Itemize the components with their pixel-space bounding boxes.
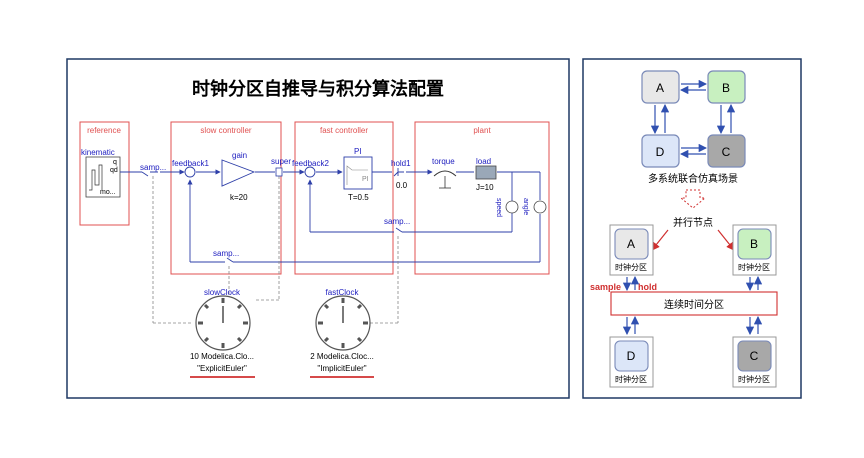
feedback1-label: feedback1: [172, 159, 209, 168]
speed-label: speed: [495, 198, 502, 217]
node-c-label: C: [722, 145, 731, 159]
hold1-value: 0.0: [396, 181, 408, 190]
load-j-value: J=10: [476, 183, 494, 192]
pi-label: PI: [354, 147, 362, 156]
parallel-node-label: 并行节点: [673, 216, 713, 229]
reference-group: [79, 121, 130, 226]
sample-label: sample: [590, 282, 621, 292]
slow-clock-icon: [195, 295, 251, 351]
node-d: [641, 134, 680, 168]
slow-clock-name: slowClock: [204, 288, 241, 297]
partition-c-caption: 时钟分区: [738, 374, 770, 384]
partition-d-caption: 时钟分区: [615, 374, 647, 384]
sampler-1-icon: [141, 171, 158, 177]
kinematic-mo-port: mo...: [100, 189, 116, 196]
node-b-label: B: [722, 81, 730, 95]
top-cluster-arrows: [650, 79, 736, 159]
angle-label: angle: [522, 198, 529, 215]
speed-sensor: [505, 200, 519, 214]
slow-controller-group: [170, 121, 282, 275]
left-panel-frame: [66, 58, 570, 399]
kinematic-label: kinematic: [81, 148, 115, 157]
continuous-partition: [610, 291, 778, 316]
plant-group-label: plant: [473, 126, 491, 135]
kinematic-qd-port: qd: [110, 167, 118, 174]
scene-caption: 多系统联合仿真场景: [648, 172, 738, 185]
partition-b-node: [737, 228, 772, 260]
slow-controller-group-label: slow controller: [200, 126, 251, 135]
slow-clock-label: 10 Modelica.Clo...: [190, 352, 254, 361]
fast-clock-solver: "ImplicitEuler": [317, 364, 366, 373]
page-title: 时钟分区自推导与积分算法配置: [192, 78, 444, 100]
pi-inner-label: PI: [362, 176, 369, 183]
sampler-2-label: samp...: [384, 217, 410, 226]
kinematic-q-port: q: [113, 159, 117, 166]
node-b: [707, 70, 746, 104]
partition-b-caption: 时钟分区: [738, 262, 770, 272]
fast-controller-group-label: fast controller: [320, 126, 368, 135]
partition-b-label: B: [750, 237, 758, 251]
hold1-label: hold1: [391, 159, 411, 168]
fast-clock-label: 2 Modelica.Cloc...: [310, 352, 374, 361]
slow-clock-solver: "ExplicitEuler": [197, 364, 247, 373]
partition-a-label: A: [627, 237, 635, 251]
pi-t-value: T=0.5: [348, 193, 369, 202]
load-label: load: [476, 157, 491, 166]
sampler-1-label: samp...: [140, 163, 166, 172]
feedback1-block: [184, 166, 196, 178]
partition-c-node: [737, 340, 772, 372]
node-a-label: A: [656, 81, 664, 95]
gain-block: [221, 159, 256, 187]
parallel-arrow-right: [717, 229, 735, 251]
angle-sensor: [533, 200, 547, 214]
continuous-partition-label: 连续时间分区: [664, 298, 724, 311]
hold1-icon: [393, 168, 404, 177]
partition-d-node: [614, 340, 649, 372]
hold-label: hold: [638, 282, 657, 292]
left-panel: 时钟分区自推导与积分算法配置 reference slow controller…: [66, 58, 570, 399]
sampler-2-icon: [392, 227, 403, 233]
fast-clock-icon: [315, 295, 371, 351]
node-c: [707, 134, 746, 168]
feedback2-block: [304, 166, 316, 178]
pi-block: [343, 156, 373, 190]
load-block: [475, 165, 497, 180]
gain-k-value: k=20: [230, 193, 248, 202]
node-d-label: D: [656, 145, 665, 159]
node-a: [641, 70, 680, 104]
partition-d-label: D: [627, 349, 636, 363]
sampler-3-label: samp...: [213, 249, 239, 258]
partition-a-node: [614, 228, 649, 260]
sampler-3-icon: [223, 257, 234, 263]
feedback2-label: feedback2: [292, 159, 329, 168]
kinematic-waveform-icon: [89, 164, 103, 191]
super-block: [275, 167, 283, 177]
fast-clock-name: fastClock: [326, 288, 360, 297]
reference-group-label: reference: [87, 126, 121, 135]
right-panel: A B D C 多系统联合仿真场景 并行节点 A 时钟分区: [582, 58, 802, 399]
torque-icon: [433, 170, 457, 177]
partition-arrows: [622, 275, 763, 336]
fast-controller-group: [294, 121, 394, 275]
clock-wires: [152, 176, 399, 324]
super-label: super: [271, 157, 291, 166]
partition-a-caption: 时钟分区: [615, 262, 647, 272]
gain-label: gain: [232, 151, 247, 160]
plant-group: [414, 121, 550, 275]
torque-label: torque: [432, 157, 455, 166]
parallel-arrow-left: [651, 229, 669, 251]
partition-c-label: C: [750, 349, 759, 363]
pi-response-icon: [346, 165, 368, 185]
